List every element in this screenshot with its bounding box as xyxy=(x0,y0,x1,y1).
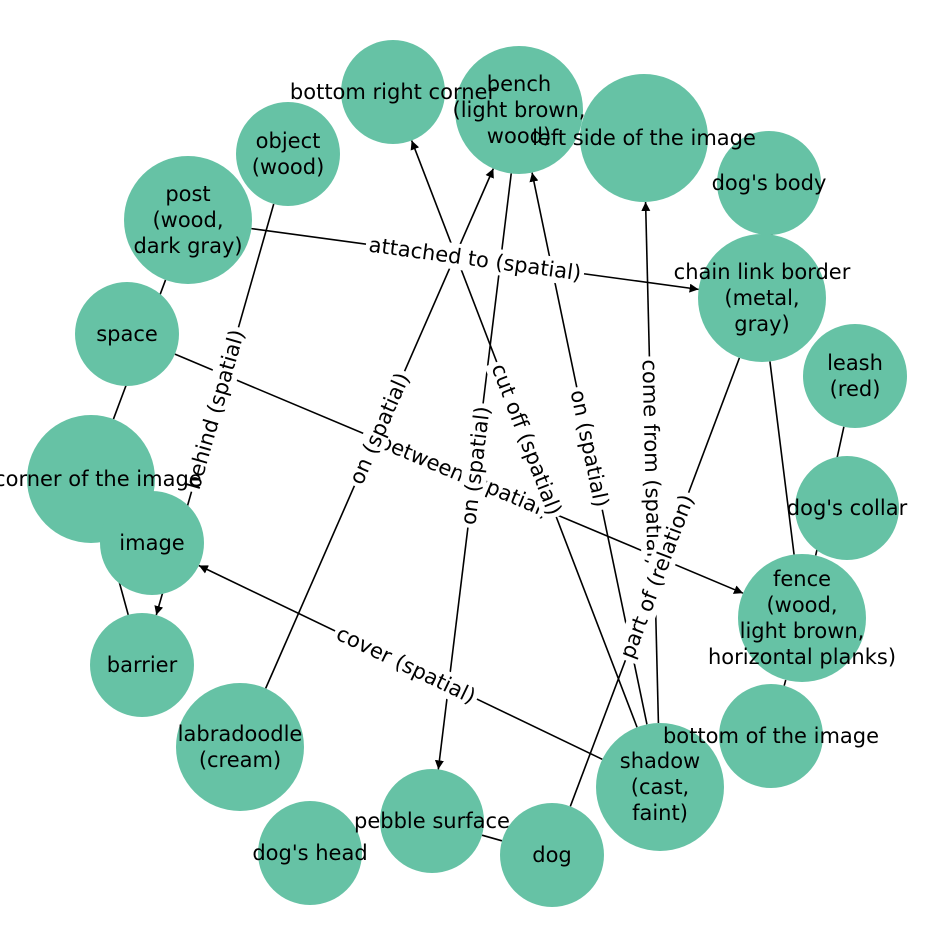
edge-label-background xyxy=(364,231,586,287)
edge-dog-to-pebble-surface xyxy=(481,834,503,842)
edge-fence-to-chain-link-border xyxy=(769,361,795,555)
node-chain-link-border: chain link border(metal,gray) xyxy=(674,234,851,362)
node-label: (light brown, xyxy=(453,98,586,122)
node-label: dog's head xyxy=(252,841,367,865)
node-circle xyxy=(236,102,340,206)
edge-label: on (spatial) xyxy=(566,388,614,510)
edge-label-background xyxy=(329,619,483,711)
node-label: gray) xyxy=(734,312,789,336)
node-left-side-of-image: left side of the image xyxy=(532,74,756,202)
node-fence: fence(wood,light brown,horizontal planks… xyxy=(708,554,896,682)
node-circle xyxy=(455,46,583,174)
edge-label-group: come from (spatial) xyxy=(636,356,668,569)
node-label: barrier xyxy=(107,653,178,677)
edge-label-background xyxy=(342,365,417,492)
node-label: object xyxy=(256,129,321,153)
edge-labels-layer: attached to (spatial)between (spatial)be… xyxy=(179,154,784,711)
node-barrier: barrier xyxy=(90,613,194,717)
node-dogs-collar: dog's collar xyxy=(787,456,908,560)
node-dogs-body: dog's body xyxy=(712,131,827,235)
node-dog: dog xyxy=(500,803,604,907)
edge-label-group: on (spatial) xyxy=(564,384,615,513)
node-post: post(wood,dark gray) xyxy=(124,156,252,284)
node-circle xyxy=(380,769,484,873)
node-label: dog's collar xyxy=(787,496,908,520)
node-label: (wood, xyxy=(766,593,837,617)
node-image: image xyxy=(100,491,204,595)
node-label: (wood) xyxy=(252,155,325,179)
edge-label-background xyxy=(636,356,668,569)
node-circle xyxy=(738,554,866,682)
node-label: labradoodle xyxy=(178,722,303,746)
edge-label: on (spatial) xyxy=(345,369,415,488)
node-label: shadow xyxy=(620,749,700,773)
edge-label: cover (spatial) xyxy=(333,621,480,708)
edge-fence-to-bottom-of-image xyxy=(783,679,787,686)
node-circle xyxy=(698,234,826,362)
node-label: dog's body xyxy=(712,171,827,195)
node-label: space xyxy=(96,322,158,346)
node-label: bench xyxy=(487,72,551,96)
node-label: : corner of the image xyxy=(0,467,202,491)
node-label: dark gray) xyxy=(133,234,242,258)
node-circle xyxy=(258,801,362,905)
node-circle xyxy=(100,491,204,595)
node-circle xyxy=(341,40,445,144)
edge-label-background xyxy=(484,357,569,522)
node-label: post xyxy=(165,182,210,206)
node-label: leash xyxy=(827,351,883,375)
node-label: dog xyxy=(532,843,572,867)
node-label: horizontal planks) xyxy=(708,645,896,669)
node-labradoodle: labradoodle(cream) xyxy=(176,683,304,811)
node-label: left side of the image xyxy=(532,126,756,150)
node-circle xyxy=(500,803,604,907)
node-label: pebble surface xyxy=(354,809,510,833)
edge-label-group: attached to (spatial) xyxy=(364,231,586,287)
node-label: fence xyxy=(773,567,831,591)
node-label: wood) xyxy=(487,124,551,148)
edge-label: attached to (spatial) xyxy=(367,233,582,286)
node-bottom-of-image: bottom of the image xyxy=(663,684,879,788)
node-label: (wood, xyxy=(152,208,223,232)
node-circle xyxy=(717,131,821,235)
node-label: image xyxy=(119,531,184,555)
node-object: object(wood) xyxy=(236,102,340,206)
edge-label-background xyxy=(613,488,701,665)
edge-label-background xyxy=(454,401,497,530)
edge-label-group: cover (spatial) xyxy=(329,619,483,711)
node-circle xyxy=(719,684,823,788)
node-space: space xyxy=(75,282,179,386)
node-dogs-head: dog's head xyxy=(252,801,368,905)
node-label: chain link border xyxy=(674,260,851,284)
edge-label-background xyxy=(564,384,615,513)
node-label: bottom of the image xyxy=(663,724,879,748)
node-bottom-right-corner: bottom right corner xyxy=(290,40,497,144)
node-label: bottom right corner xyxy=(290,80,497,104)
node-circle xyxy=(795,456,899,560)
node-circle xyxy=(580,74,708,202)
node-label: (red) xyxy=(830,377,881,401)
node-label: (cast, xyxy=(631,775,689,799)
node-label: (metal, xyxy=(724,286,799,310)
node-leash: leash(red) xyxy=(803,324,907,428)
node-pebble-surface: pebble surface xyxy=(354,769,510,873)
node-circle xyxy=(124,156,252,284)
node-circle xyxy=(90,613,194,717)
node-circle xyxy=(176,683,304,811)
node-label: (cream) xyxy=(199,748,281,772)
node-circle xyxy=(803,324,907,428)
nodes-layer: bench(light brown,wood)bottom right corn… xyxy=(0,40,908,907)
node-label: faint) xyxy=(632,801,688,825)
node-bench: bench(light brown,wood) xyxy=(453,46,586,174)
node-label: light brown, xyxy=(740,619,865,643)
node-circle xyxy=(596,723,724,851)
node-circle xyxy=(75,282,179,386)
node-shadow: shadow(cast,faint) xyxy=(596,723,724,851)
edge-label-background xyxy=(179,323,251,496)
